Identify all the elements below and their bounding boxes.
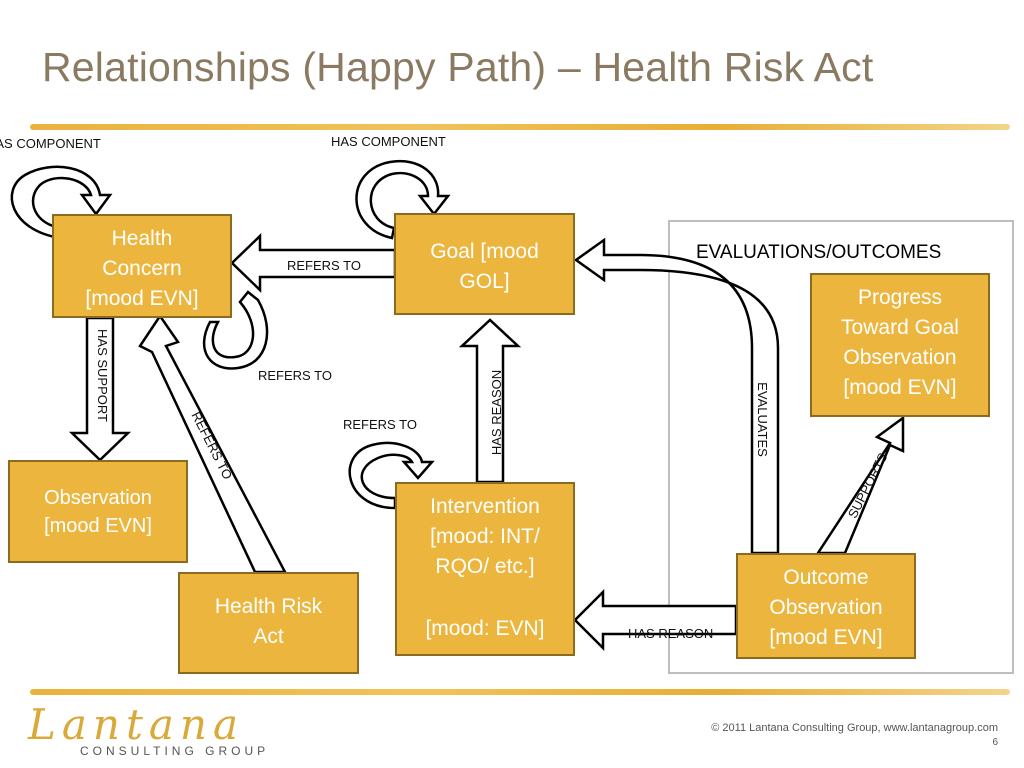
slide-title: Relationships (Happy Path) – Health Risk… <box>42 44 874 90</box>
has-reason-outcome-arrow <box>573 588 738 652</box>
has-component-label-goal: HAS COMPONENT <box>331 134 446 149</box>
refers-to-label-intervention: REFERS TO <box>343 417 417 432</box>
goal-box: Goal [mood GOL] <box>394 213 575 315</box>
supports-arrow <box>815 415 905 555</box>
refers-to-loop-health-concern <box>202 290 269 370</box>
has-reason-label: HAS REASON <box>489 369 505 456</box>
observation-box: Observation [mood EVN] <box>8 460 188 563</box>
refers-to-arrow-goal-health-concern <box>230 233 397 293</box>
intervention-evn-label: [mood: EVN] <box>425 617 545 640</box>
observation-label: Observation [mood EVN] <box>44 487 152 537</box>
progress-toward-goal-label: Progress Toward Goal Observation [mood E… <box>841 286 959 399</box>
has-support-label: HAS SUPPORT <box>94 329 110 422</box>
outcome-observation-label: Outcome Observation [mood EVN] <box>769 566 883 649</box>
evaluations-outcomes-group <box>668 220 1014 674</box>
has-component-loop-health-concern <box>10 165 113 240</box>
lantana-logo: Lantana <box>28 700 244 749</box>
intervention-box: Intervention [mood: INT/ RQO/ etc.] [moo… <box>395 482 575 656</box>
has-reason-arrow <box>458 318 522 484</box>
page-number: 6 <box>992 737 998 748</box>
evaluates-label: EVALUATES <box>754 382 770 457</box>
health-risk-act-box: Health Risk Act <box>178 572 359 674</box>
evaluates-arrow <box>573 237 780 555</box>
copyright: © 2011 Lantana Consulting Group, www.lan… <box>711 722 998 734</box>
top-divider <box>30 124 1010 130</box>
goal-label: Goal [mood GOL] <box>430 240 539 293</box>
bottom-divider <box>30 689 1010 695</box>
refers-to-loop-intervention <box>348 441 435 510</box>
health-concern-box: Health Concern [mood EVN] <box>52 214 232 318</box>
refers-to-label-goal: REFERS TO <box>287 258 361 273</box>
refers-to-arrow-hra-health-concern <box>138 313 288 574</box>
has-support-arrow <box>68 316 132 462</box>
health-concern-label: Health Concern [mood EVN] <box>85 227 199 310</box>
evaluations-outcomes-title: EVALUATIONS/OUTCOMES <box>696 242 942 263</box>
has-component-loop-goal <box>355 159 451 240</box>
progress-toward-goal-box: Progress Toward Goal Observation [mood E… <box>810 273 990 417</box>
has-component-label-left: HAS COMPONENT <box>0 136 101 151</box>
refers-to-label-self: REFERS TO <box>258 368 332 383</box>
has-reason-outcome-label: HAS REASON <box>628 626 714 641</box>
outcome-observation-box: Outcome Observation [mood EVN] <box>736 553 916 659</box>
logo-subtitle: CONSULTING GROUP <box>80 744 270 758</box>
health-risk-act-label: Health Risk Act <box>214 595 323 648</box>
intervention-label: Intervention [mood: INT/ RQO/ etc.] <box>430 495 540 578</box>
